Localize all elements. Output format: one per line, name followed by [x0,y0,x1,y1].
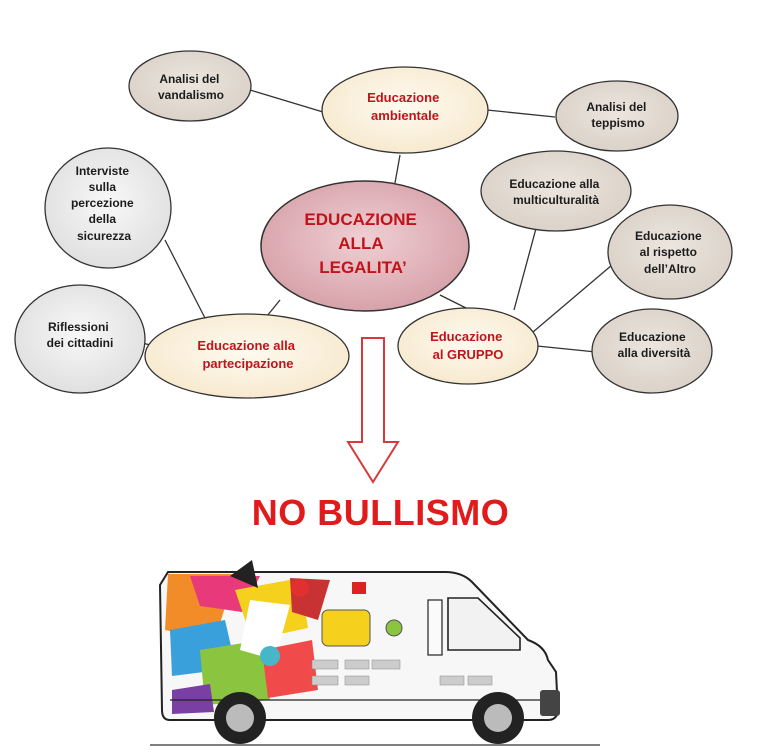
node-label-line: ambientale [371,108,439,123]
node-gruppo: Educazione al GRUPPO [397,307,539,385]
svg-text:Riflessioni dei cittadin: Riflessioni dei cittadini [47,320,114,350]
node-label-line: dell’Altro [644,262,696,276]
node-label-line: vandalismo [158,88,224,102]
node-rispetto-altro: Educazione al rispetto dell’Altro [607,204,733,300]
node-label-line: Educazione [430,329,502,344]
node-partecipazione: Educazione alla partecipazione [144,313,350,399]
headline-no-bullismo: NO BULLISMO [251,492,510,533]
node-label-line: Analisi del [586,100,646,114]
node-label-line: Educazione alla [197,338,295,353]
node-label-line: percezione [71,196,134,210]
node-label-line: Analisi del [159,72,219,86]
svg-text:Educazione alla diversit: Educazione alla diversità [618,330,691,360]
svg-text:Analisi del vandalismo: Analisi del vandalismo [158,72,224,102]
center-line-1: EDUCAZIONE [304,210,416,229]
down-arrow-icon [346,337,400,484]
node-analisi-teppismo: Analisi del teppismo [555,80,679,152]
svg-text:Educazione al rispetto: Educazione al rispetto dell’Altro [635,229,705,276]
node-label-line: al GRUPPO [433,347,504,362]
node-riflessioni: Riflessioni dei cittadini [14,284,146,394]
node-label-line: al rispetto [640,245,697,259]
van-wheel [214,692,266,744]
node-label-line: Educazione [635,229,702,243]
node-diversita: Educazione alla diversità [591,308,713,394]
node-interviste: Interviste sulla percezione della sicure… [44,147,172,269]
van-graphics [165,560,330,714]
node-label-line: Educazione [367,90,439,105]
svg-text:Educazione al GRUPPO: Educazione al GRUPPO [430,329,506,362]
svg-text:Interviste sulla p: Interviste sulla percezione della sicure… [71,164,137,243]
node-label-line: Interviste [76,164,130,178]
node-label-line: Educazione alla [509,177,599,191]
svg-text:EDUCAZIONE ALLA LE: EDUCAZIONE ALLA LEGALITA’ [304,210,421,277]
svg-text:Educazione ambientale: Educazione ambientale [367,90,443,123]
svg-text:Analisi del teppismo: Analisi del teppismo [586,100,649,130]
center-line-2: ALLA [338,234,383,253]
node-label-line: dei cittadini [47,336,114,350]
node-label-line: Educazione [619,330,686,344]
van-wheel [472,692,524,744]
node-label-line: multiculturalità [513,193,599,207]
node-label-line: sicurezza [77,229,131,243]
svg-text:Educazione alla partecip: Educazione alla partecipazione [197,338,298,371]
node-educazione-ambientale: Educazione ambientale [321,66,489,154]
node-label-line: Riflessioni [48,320,109,334]
center-node: EDUCAZIONE ALLA LEGALITA’ [260,180,470,312]
svg-text:Educazione alla multicul: Educazione alla multiculturalità [509,177,602,207]
node-label-line: sulla [89,180,117,194]
node-label-line: teppismo [591,116,644,130]
node-label-line: della [89,212,117,226]
node-multiculturalita: Educazione alla multiculturalità [480,150,632,232]
van-illustration [150,560,600,746]
center-line-3: LEGALITA’ [319,258,407,277]
node-label-line: alla diversità [618,346,691,360]
node-analisi-vandalismo: Analisi del vandalismo [128,50,252,122]
node-label-line: partecipazione [202,356,293,371]
